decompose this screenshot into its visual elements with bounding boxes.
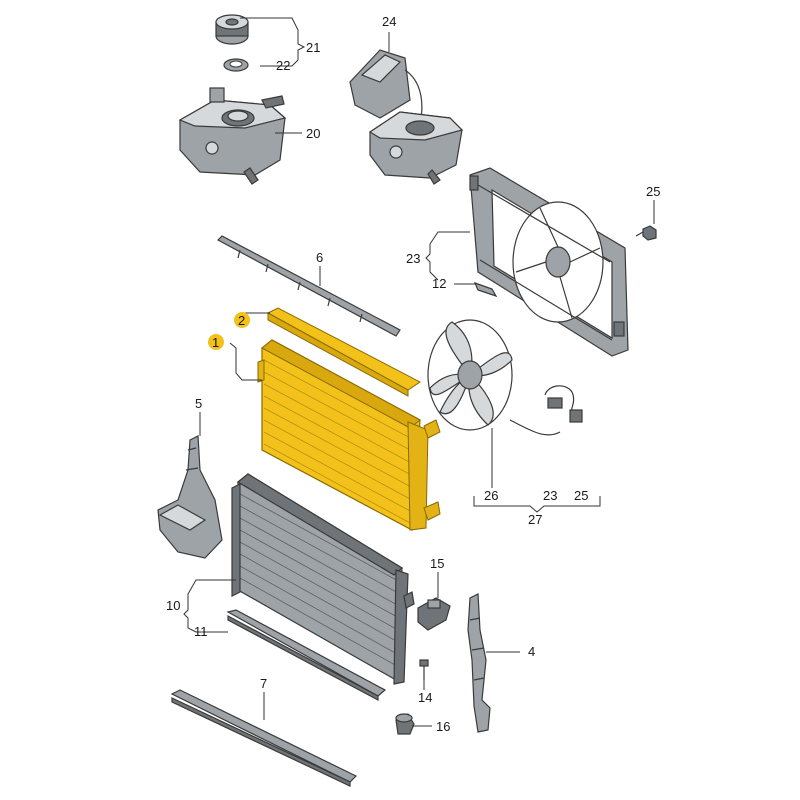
part-1-outlet: [423, 501, 441, 521]
callout-4: 4: [528, 644, 535, 659]
part-10-condenser[interactable]: [231, 473, 415, 685]
callout-26: 26: [484, 488, 498, 503]
callout-23b: 23: [543, 488, 557, 503]
part-11-lower-seal[interactable]: [226, 609, 387, 701]
callout-2: 2: [238, 313, 245, 328]
callout-14: 14: [418, 690, 432, 705]
callout-7: 7: [260, 676, 267, 691]
part-5-air-duct[interactable]: [157, 435, 223, 559]
part-1-fins: [263, 359, 415, 525]
callout-22: 22: [276, 58, 290, 73]
part-20-expansion-tank[interactable]: [178, 87, 287, 185]
leader-lines: [183, 17, 655, 727]
part-26-fan[interactable]: [427, 319, 583, 436]
callout-21: 21: [306, 40, 320, 55]
part-23-fan-shroud[interactable]: [469, 167, 629, 357]
callout-25b: 25: [574, 488, 588, 503]
part-7-lower-air-guide[interactable]: [170, 689, 358, 787]
part-25-screw[interactable]: [635, 225, 657, 241]
callout-25a: 25: [646, 184, 660, 199]
callout-5: 5: [195, 396, 202, 411]
part-22-ring[interactable]: [223, 58, 249, 72]
part-1-inlet: [423, 419, 441, 439]
callout-labels: 21 22 20 24 25 23 12 6 2 1 5 26 23 25 27…: [166, 14, 660, 734]
part-2-seal-strip[interactable]: [266, 307, 421, 397]
part-1-side-bracket: [257, 359, 265, 383]
callout-20: 20: [306, 126, 320, 141]
callout-24: 24: [382, 14, 396, 29]
callout-2-badge: 2: [234, 312, 250, 328]
part-1-side-tank: [407, 421, 429, 531]
part-15-sensor[interactable]: [417, 597, 451, 631]
part-16-mount[interactable]: [395, 713, 415, 735]
callout-1: 1: [212, 335, 219, 350]
part-2-strip-edge: [267, 312, 409, 397]
callout-27: 27: [528, 512, 542, 527]
part-1-top-tank: [261, 339, 421, 429]
callout-10: 10: [166, 598, 180, 613]
callout-15: 15: [430, 556, 444, 571]
part-12-clip[interactable]: [473, 281, 498, 298]
callout-6: 6: [316, 250, 323, 265]
part-14-bolt[interactable]: [419, 659, 429, 680]
part-6-upper-seal[interactable]: [217, 235, 401, 337]
callout-12: 12: [432, 276, 446, 291]
callout-11: 11: [194, 624, 208, 639]
part-24-tank-assembly[interactable]: [349, 49, 464, 185]
part-21-cap[interactable]: [215, 14, 249, 45]
callout-16: 16: [436, 719, 450, 734]
part-4-side-bracket[interactable]: [467, 593, 491, 733]
part-1-radiator[interactable]: [257, 339, 441, 531]
callout-1-badge: 1: [208, 334, 224, 350]
callout-23a: 23: [406, 251, 420, 266]
